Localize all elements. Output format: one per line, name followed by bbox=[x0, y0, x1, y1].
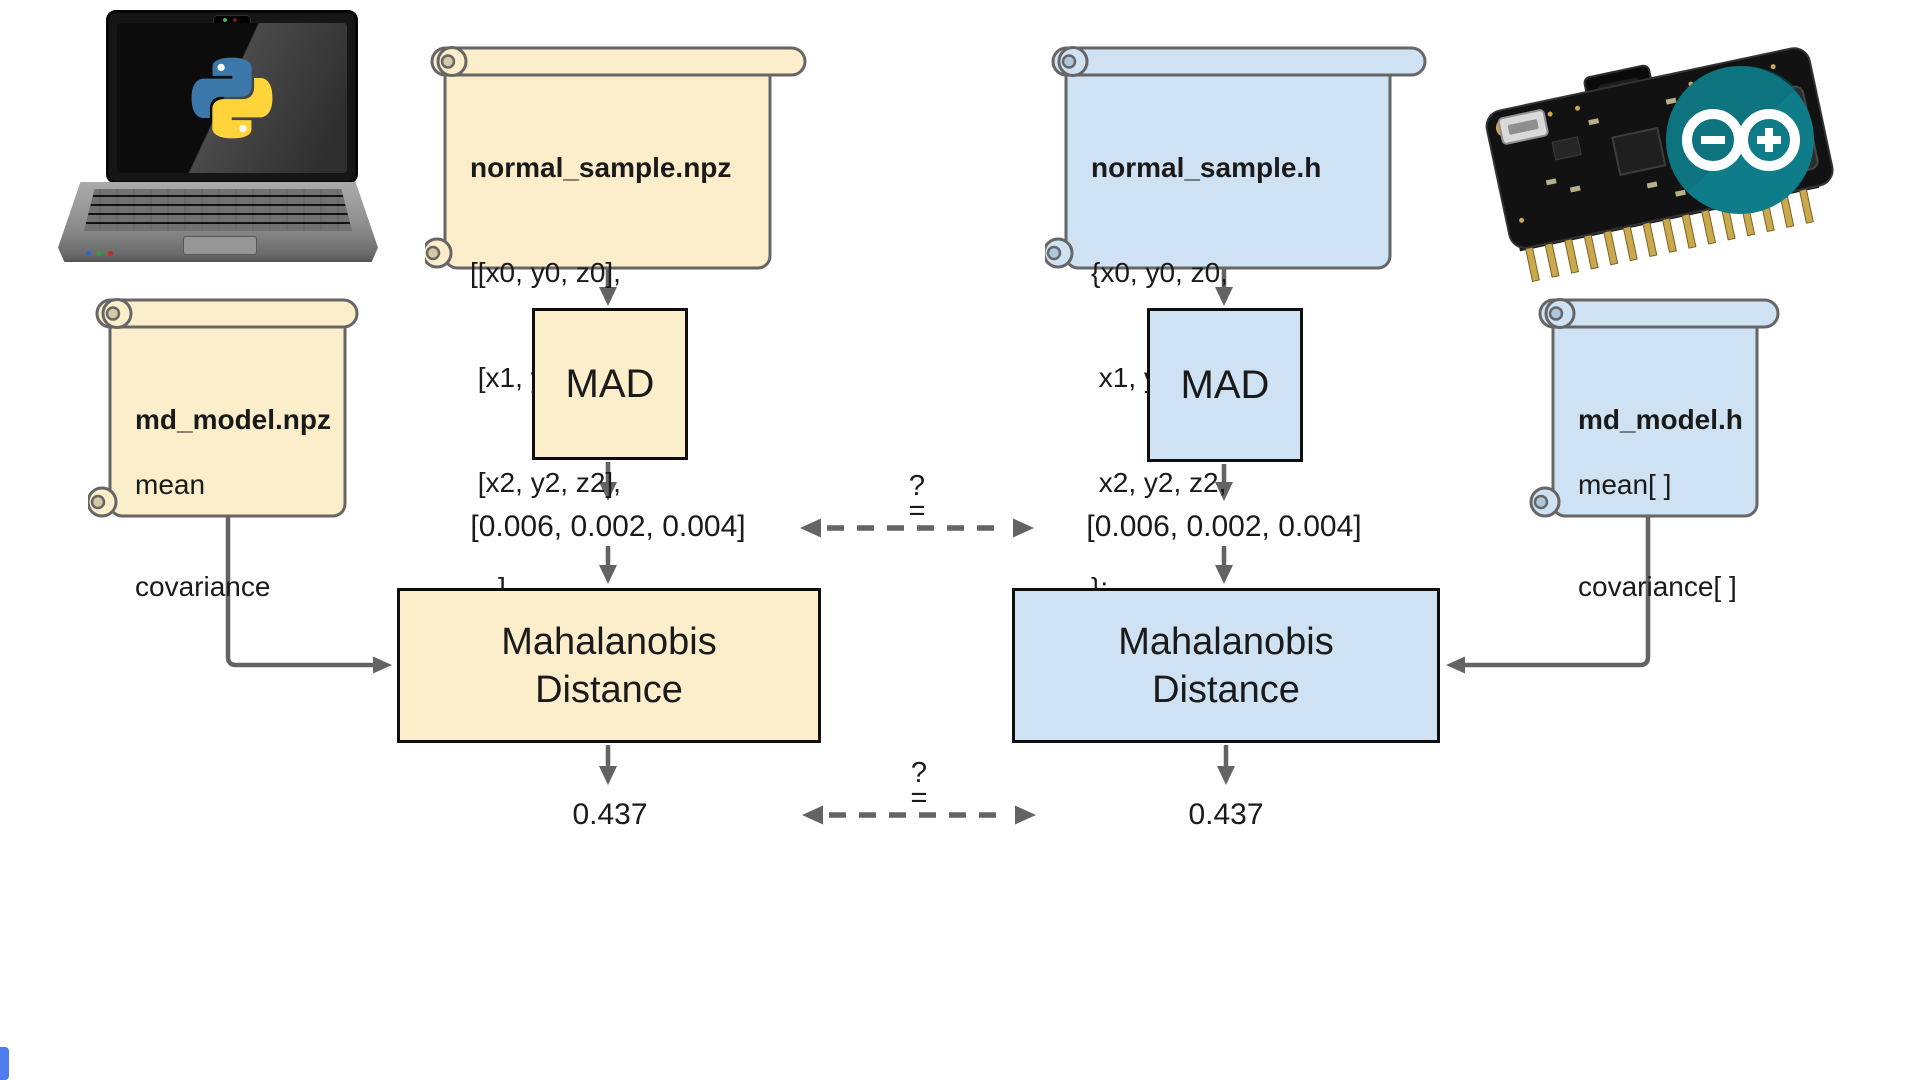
note-title: md_model.npz bbox=[135, 404, 332, 435]
note-top-roll bbox=[1538, 298, 1780, 329]
laptop-keyboard bbox=[84, 189, 352, 231]
note-md-model-npz: md_model.npz mean covariance bbox=[86, 290, 383, 602]
arduino-logo-icon bbox=[1666, 65, 1814, 214]
equals-sign: = bbox=[908, 495, 926, 527]
mad-box-label: MAD bbox=[565, 361, 655, 406]
mad-box-label: MAD bbox=[1180, 362, 1270, 407]
note-line: covariance bbox=[135, 571, 271, 602]
partial-blue-bar bbox=[0, 1047, 9, 1080]
arduino-board-illustration bbox=[1455, 8, 1875, 298]
note-normal-sample-npz: normal_sample.npz [[x0, y0, z0], [x1, y1… bbox=[421, 40, 820, 603]
note-line: covariance[ ] bbox=[1578, 571, 1737, 602]
question-mark: ? bbox=[910, 757, 928, 789]
python-logo-icon bbox=[191, 57, 273, 139]
connector-model-to-dist-right bbox=[1465, 516, 1651, 668]
question-mark: ? bbox=[908, 470, 926, 502]
equals-sign: = bbox=[910, 782, 928, 814]
note-line: [[x0, y0, z0], bbox=[470, 257, 621, 288]
note-top-roll bbox=[1051, 46, 1427, 77]
laptop-base bbox=[58, 182, 378, 262]
note-line: x2, y2, z2, bbox=[1091, 467, 1227, 498]
led-red bbox=[108, 251, 113, 256]
python-laptop-illustration bbox=[58, 4, 378, 270]
arrow-heads bbox=[373, 287, 1465, 825]
note-title: normal_sample.h bbox=[1091, 152, 1322, 183]
distance-label-line2: Distance bbox=[535, 668, 683, 711]
note-md-model-h: md_model.h mean[ ] covariance[ ] bbox=[1528, 290, 1808, 602]
note-normal-sample-h: normal_sample.h {x0, y0, z0, x1, y1, z1,… bbox=[1042, 40, 1445, 603]
distance-output-right: 0.437 bbox=[1188, 798, 1264, 831]
mad-box-right: MAD bbox=[1147, 308, 1303, 462]
distance-label-line1: Mahalanobis bbox=[1118, 620, 1334, 663]
note-line: [x2, y2, z2], bbox=[470, 467, 621, 498]
distance-label-line1: Mahalanobis bbox=[501, 620, 717, 663]
mad-output-right: [0.006, 0.002, 0.004] bbox=[1086, 510, 1362, 543]
note-top-roll bbox=[430, 46, 807, 77]
note-title: md_model.h bbox=[1578, 404, 1743, 435]
laptop-indicator-leds bbox=[86, 251, 113, 256]
note-line: mean[ ] bbox=[1578, 469, 1672, 500]
note-top-roll bbox=[95, 298, 359, 329]
small-chip bbox=[1551, 136, 1582, 161]
passive-components bbox=[1545, 97, 1686, 197]
led-green bbox=[97, 251, 102, 256]
compare-symbol-top: ? = bbox=[908, 470, 926, 527]
mahalanobis-box-left: Mahalanobis Distance bbox=[397, 588, 821, 743]
mad-box-left: MAD bbox=[532, 308, 688, 460]
mcu-chip bbox=[1611, 126, 1667, 176]
mahalanobis-box-right: Mahalanobis Distance bbox=[1012, 588, 1440, 743]
laptop-screen bbox=[106, 10, 358, 184]
led-blue bbox=[86, 251, 91, 256]
webcam-led-red bbox=[233, 18, 237, 22]
distance-label-line2: Distance bbox=[1152, 668, 1300, 711]
laptop-display bbox=[117, 23, 347, 173]
note-line: mean bbox=[135, 469, 206, 500]
note-line: {x0, y0, z0, bbox=[1091, 257, 1228, 288]
laptop-touchpad bbox=[183, 236, 257, 255]
compare-symbol-bottom: ? = bbox=[910, 757, 928, 814]
webcam-led-green bbox=[223, 18, 227, 22]
connector-model-to-dist-left bbox=[225, 516, 373, 668]
distance-output-left: 0.437 bbox=[572, 798, 648, 831]
mad-output-left: [0.006, 0.002, 0.004] bbox=[470, 510, 746, 543]
note-title: normal_sample.npz bbox=[470, 152, 732, 183]
